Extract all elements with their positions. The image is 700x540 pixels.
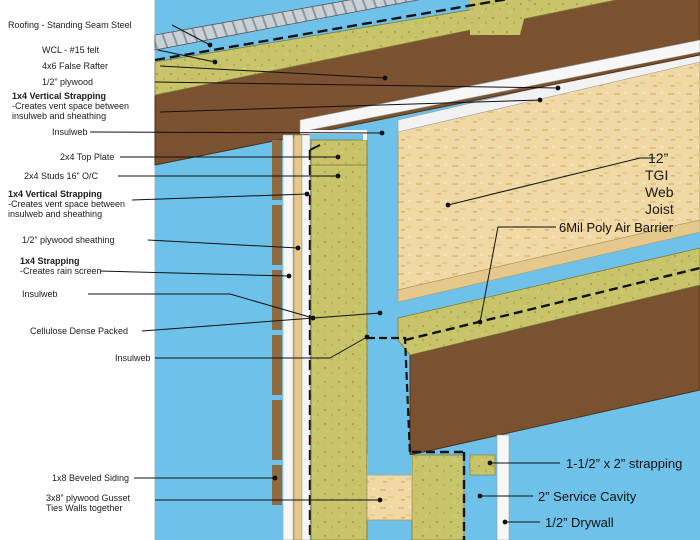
leader-dots <box>207 42 561 525</box>
label-tgi-3: Web <box>645 184 674 200</box>
label-gusset-line2: Ties Walls together <box>46 503 123 513</box>
label-wcl: WCL - #15 felt <box>42 45 100 55</box>
drywall <box>496 434 510 540</box>
plywood-gusset <box>366 474 413 521</box>
label-vert-strap-top-line2: insulweb and sheathing <box>12 111 107 121</box>
label-vert-strap-mid-line2: insulweb and sheathing <box>8 209 103 219</box>
label-insulweb-top: Insulweb <box>52 127 88 137</box>
label-drywall: 1/2” Drywall <box>545 515 614 530</box>
air-barrier-line <box>404 266 700 342</box>
label-tgi-4: Joist <box>645 201 674 217</box>
label-strapping-title: 1x4 Strapping <box>20 256 80 266</box>
stud-wall-cellulose <box>310 149 368 540</box>
label-siding: 1x8 Beveled Siding <box>52 473 130 483</box>
label-strapping-line1: -Creates rain screen <box>20 266 102 276</box>
label-vert-strap-top-title: 1x4 Vertical Strapping <box>12 91 107 101</box>
label-insulweb-mid: Insulweb <box>22 289 58 299</box>
label-vert-strap-mid-line1: -Creates vent space between <box>8 199 126 209</box>
label-top-plate: 2x4 Top Plate <box>60 152 115 162</box>
label-tgi-2: TGI <box>645 167 669 183</box>
label-studs: 2x4 Studs 16” O/C <box>24 171 99 181</box>
label-false-rafter: 4x6 False Rafter <box>42 61 109 71</box>
label-vert-strap-top-line1: -Creates vent space between <box>12 101 130 111</box>
label-gusset-line1: 3x8” plywood Gusset <box>46 493 131 503</box>
label-insulweb-low: Insulweb <box>115 353 151 363</box>
standing-seam-roof <box>154 0 420 51</box>
label-air-barrier: 6Mil Poly Air Barrier <box>559 220 674 235</box>
label-plywood-roof: 1/2” plywood <box>42 77 94 87</box>
label-vert-strap-mid-title: 1x4 Vertical Strapping <box>8 189 103 199</box>
label-strapping-right: 1-1/2” x 2” strapping <box>566 456 683 471</box>
leader-lines <box>88 24 655 523</box>
label-tgi-1: 12” <box>648 150 669 166</box>
label-cellulose: Cellulose Dense Packed <box>30 326 129 336</box>
beveled-siding <box>272 140 282 505</box>
label-plywood-sheathing: 1/2” plywood sheathing <box>22 235 115 245</box>
label-service-cavity: 2” Service Cavity <box>538 489 637 504</box>
label-roofing: Roofing - Standing Seam Steel <box>8 20 132 30</box>
